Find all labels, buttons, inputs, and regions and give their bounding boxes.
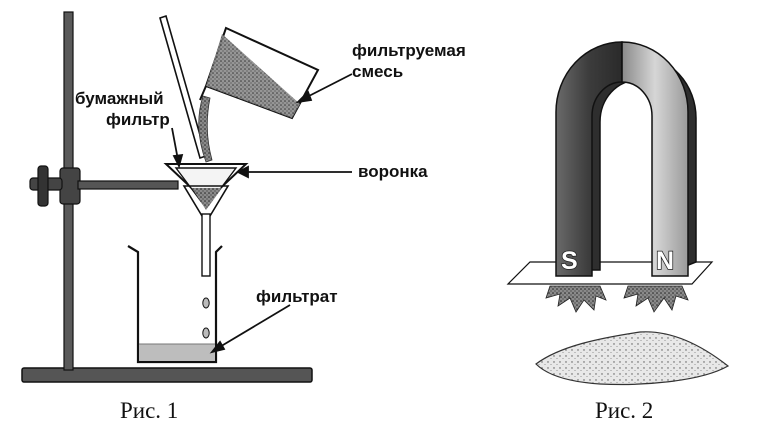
label-pointers (171, 73, 353, 354)
funnel-icon (163, 163, 249, 339)
label-mixture-line2: смесь (352, 62, 403, 81)
sand-pile-icon (535, 331, 730, 386)
figure-2: S N Рис. 2 (506, 41, 730, 423)
beaker-pouring-icon (198, 26, 320, 163)
label-mixture-line1: фильтруемая (352, 41, 466, 60)
horseshoe-magnet-icon: S N (555, 41, 697, 277)
pole-south-label: S (561, 247, 578, 275)
figure-1: фильтруемая смесь бумажный фильтр воронк… (21, 11, 466, 423)
receiving-beaker-icon (127, 245, 223, 364)
iron-filings-icon (545, 285, 689, 313)
pole-north-label: N (656, 247, 674, 275)
label-filter-line2: фильтр (106, 110, 170, 129)
lab-stand-icon (21, 11, 313, 383)
label-funnel: воронка (358, 162, 428, 181)
caption-figure-2: Рис. 2 (595, 398, 653, 423)
label-filtrate: фильтрат (256, 287, 338, 306)
glass-rod-icon (159, 14, 207, 160)
caption-figure-1: Рис. 1 (120, 398, 178, 423)
label-filter-line1: бумажный (75, 89, 164, 108)
